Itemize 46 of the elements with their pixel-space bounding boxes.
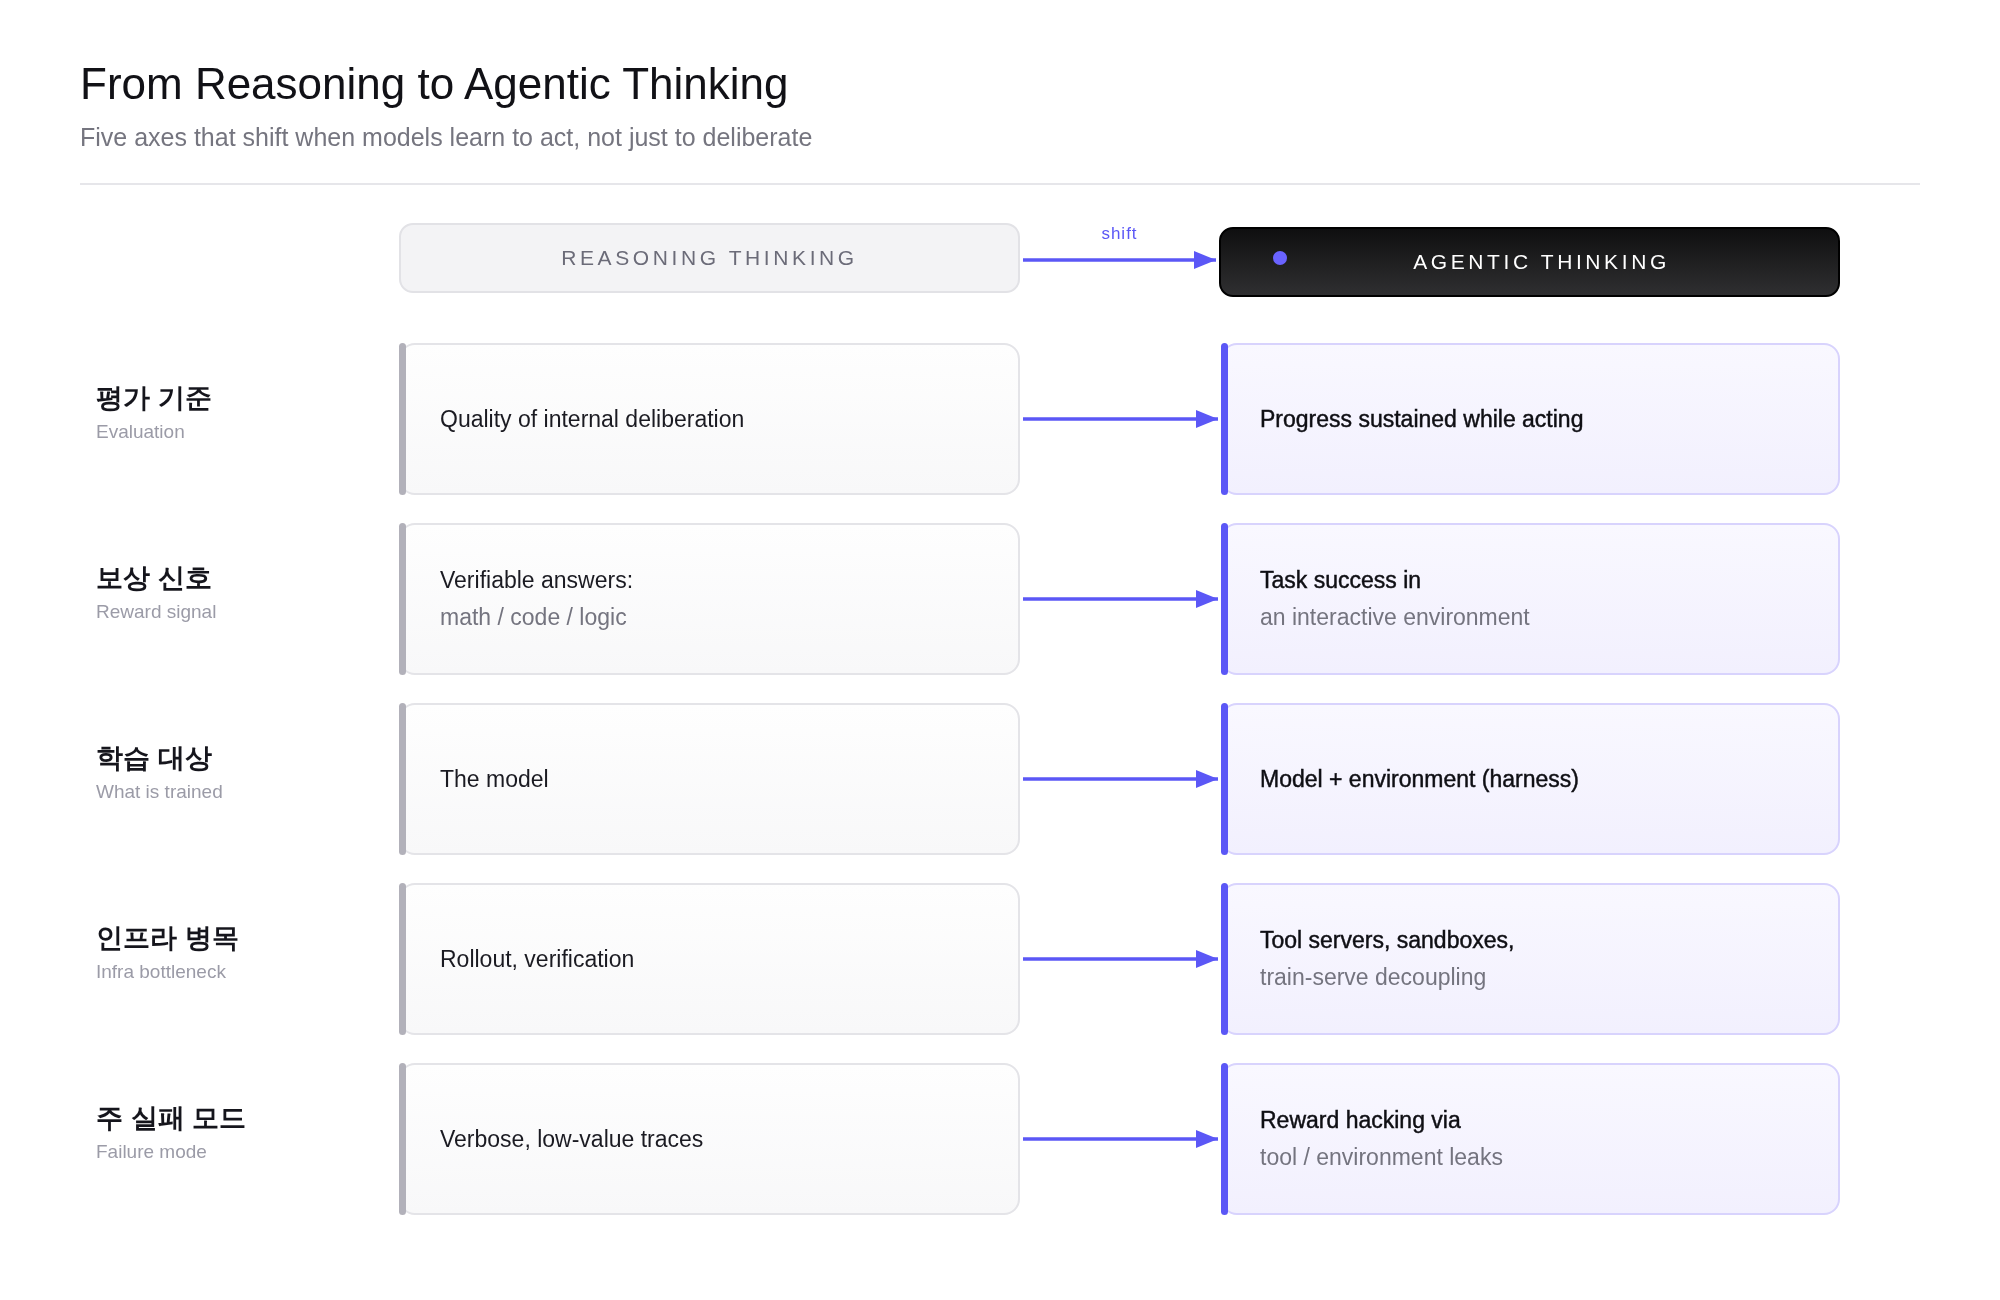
card-text: Progress sustained while acting: [1260, 404, 1584, 434]
row-heading: 평가 기준: [96, 382, 212, 415]
card-text: Rollout, verification: [440, 944, 635, 974]
arrow: [1023, 590, 1218, 608]
card-text: Model + environment (harness): [1260, 764, 1579, 794]
column-header: [399, 223, 1020, 293]
comparison-card: [1221, 343, 1840, 495]
comparison-card: [1221, 523, 1840, 675]
row-heading: 인프라 병목: [96, 922, 239, 955]
arrow: [1023, 770, 1218, 788]
card-text: Reward hacking via: [1260, 1106, 1461, 1135]
card-text: Quality of internal deliberation: [440, 404, 745, 434]
arrow: [1023, 950, 1218, 968]
card-subtext: an interactive environment: [1260, 603, 1530, 632]
comparison-card: [399, 343, 1020, 495]
card-subtext: tool / environment leaks: [1260, 1143, 1503, 1172]
title: From Reasoning to Agentic Thinking: [80, 58, 789, 110]
header-text: AGENTIC THINKING: [1413, 249, 1670, 275]
row-subheading: Failure mode: [96, 1140, 207, 1164]
comparison-card: [399, 1063, 1020, 1215]
row-heading: 학습 대상: [96, 742, 212, 775]
card-text: Verbose, low-value traces: [440, 1124, 704, 1154]
row-subheading: Reward signal: [96, 600, 217, 624]
arrow: [1023, 410, 1218, 428]
comparison-card: [1221, 1063, 1840, 1215]
comparison-card: [399, 703, 1020, 855]
row-subheading: Infra bottleneck: [96, 960, 226, 984]
row-heading: 보상 신호: [96, 562, 212, 595]
comparison-card: [1221, 883, 1840, 1035]
arrow: [1023, 251, 1216, 269]
row-subheading: Evaluation: [96, 420, 185, 444]
card-text: Tool servers, sandboxes,: [1260, 926, 1515, 955]
comparison-card: [399, 883, 1020, 1035]
row-subheading: What is trained: [96, 780, 223, 804]
comparison-card: [1221, 703, 1840, 855]
arrow: [1023, 1130, 1218, 1148]
row-heading: 주 실패 모드: [96, 1102, 246, 1135]
card-text: Verifiable answers:: [440, 566, 634, 595]
header-text: REASONING THINKING: [561, 245, 858, 271]
card-text: The model: [440, 764, 549, 794]
column-header: [1219, 227, 1840, 297]
card-subtext: math / code / logic: [440, 603, 627, 632]
subtitle: Five axes that shift when models learn to act, not just to deliberate: [80, 122, 813, 152]
card-subtext: train-serve decoupling: [1260, 963, 1487, 992]
comparison-card: [399, 523, 1020, 675]
card-text: Task success in: [1260, 566, 1422, 595]
